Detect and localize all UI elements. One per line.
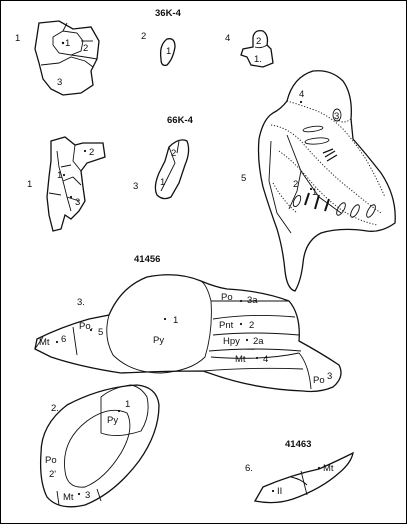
- phase-label-py: Py: [107, 415, 118, 426]
- phase-label: 3: [57, 77, 62, 88]
- grain-number: 1: [15, 33, 20, 44]
- phase-label: 2: [83, 43, 88, 54]
- sample-label: 41456: [134, 254, 160, 265]
- phase-label: 1: [65, 38, 70, 49]
- grain-top-left: 1 1 2 3: [15, 20, 100, 96]
- phase-label: 3: [75, 197, 80, 208]
- grain-top-mid: 2 1: [141, 31, 176, 67]
- phase-number: 3: [327, 371, 332, 382]
- phase-label: 2: [293, 179, 298, 190]
- phase-label-mt: Mt: [323, 463, 334, 474]
- grain-large-phases: 3. 1 Py Po 3a Pnt 2 Hpy 2a Mt 4 Po 3 Po.…: [34, 274, 342, 393]
- sample-label: 66K-4: [167, 115, 194, 126]
- sample-label: 36K-4: [155, 8, 182, 19]
- phase-label-mt: Mt: [39, 337, 50, 348]
- phase-label: 1.: [254, 54, 262, 65]
- phase-label: 1: [312, 187, 317, 198]
- grain-number: 3: [133, 181, 138, 192]
- phase-number: 3a: [247, 295, 258, 306]
- phase-label: 2: [256, 36, 261, 47]
- phase-label-hpy: Hpy: [223, 336, 240, 347]
- phase-label-mt: Mt: [63, 492, 74, 503]
- grain-number: 3.: [77, 297, 85, 308]
- grain-top-right: 4 2 1.: [225, 29, 274, 68]
- phase-label: 1: [160, 177, 165, 188]
- grain-number: 1: [27, 179, 32, 190]
- phase-label-py: Py: [153, 335, 164, 346]
- grain-ring: 2. Py 1 Po 2' Mt 3: [39, 384, 160, 508]
- phase-number: 2a: [253, 336, 264, 347]
- phase-number: 3: [85, 490, 90, 501]
- grain-number: 2: [141, 31, 146, 42]
- phase-label: 2: [89, 147, 94, 158]
- phase-number: 6: [61, 334, 66, 345]
- phase-number: 5: [98, 327, 103, 338]
- phase-label: 1: [57, 170, 62, 181]
- grain-mid-center: 3 2 1: [133, 139, 190, 200]
- phase-label-po: Po: [221, 292, 233, 303]
- grain-large-right: 5 4 3 2 1: [241, 70, 396, 292]
- phase-label-pnt: Pnt: [219, 320, 234, 331]
- grain-number: 5: [241, 173, 246, 184]
- phase-label: 1: [166, 46, 171, 57]
- sample-label: 41463: [285, 439, 311, 450]
- phase-label-po: Po: [45, 455, 57, 466]
- phase-number: 2: [249, 320, 254, 331]
- grain-mid-left: 1 2 1 3: [27, 136, 106, 232]
- grain-number: 6.: [245, 463, 253, 474]
- grain-number: 4: [225, 33, 230, 44]
- grain-needle: 6. II Mt: [245, 451, 354, 504]
- phase-label-po: Po.: [79, 321, 93, 332]
- phase-label: 3: [334, 111, 339, 122]
- phase-label: II: [277, 486, 282, 497]
- phase-label: 4: [299, 89, 304, 100]
- phase-label-po: Po: [313, 375, 325, 386]
- phase-label-mt: Mt: [235, 354, 246, 365]
- grain-number: 2.: [51, 403, 59, 414]
- phase-number: 4: [263, 354, 268, 365]
- phase-number: 1: [173, 315, 178, 326]
- phase-number: 2': [49, 469, 56, 480]
- phase-label: 2: [171, 148, 176, 159]
- phase-number: 1: [125, 399, 130, 410]
